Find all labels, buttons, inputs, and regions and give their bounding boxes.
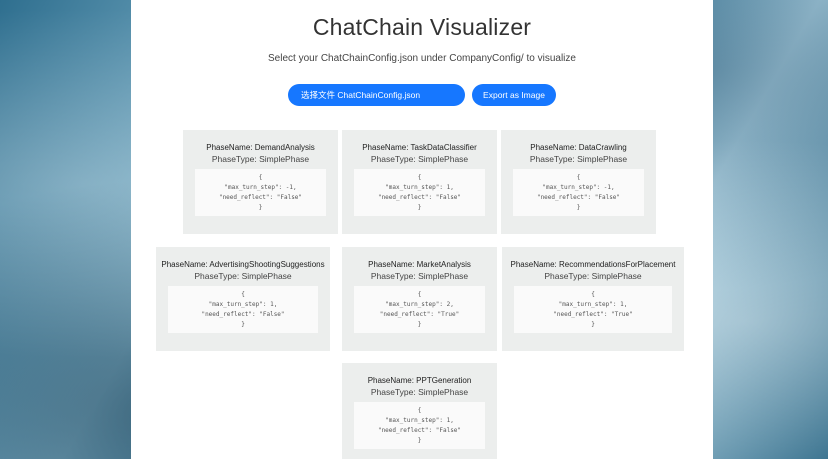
phase-type: PhaseType: SimplePhase [370, 271, 469, 281]
phase-name: PhaseName: DemandAnalysis [206, 143, 315, 152]
phase-config: {"max_turn_step": 2,"need_reflect": "Tru… [354, 286, 485, 333]
phase-name: PhaseName: RecommendationsForPlacement [510, 260, 676, 269]
phase-config: {"max_turn_step": 1,"need_reflect": "Tru… [514, 286, 672, 333]
phase-type: PhaseType: SimplePhase [370, 154, 469, 164]
phase-type: PhaseType: SimplePhase [370, 387, 469, 397]
phase-name: PhaseName: TaskDataClassifier [362, 143, 477, 152]
phase-name: PhaseName: AdvertisingShootingSuggestion… [161, 260, 325, 269]
phase-type: PhaseType: SimplePhase [211, 154, 310, 164]
phase-config: {"max_turn_step": 1,"need_reflect": "Fal… [354, 402, 485, 449]
phase-type: PhaseType: SimplePhase [194, 271, 292, 281]
phase-name: PhaseName: PPTGeneration [367, 376, 472, 385]
phase-card-market-analysis: PhaseName: MarketAnalysis PhaseType: Sim… [342, 247, 497, 351]
phase-card-recommendations-for-placement: PhaseName: RecommendationsForPlacement P… [502, 247, 684, 351]
phase-name: PhaseName: DataCrawling [530, 143, 627, 152]
phase-card-data-crawling: PhaseName: DataCrawling PhaseType: Simpl… [501, 130, 656, 234]
phase-config: {"max_turn_step": -1,"need_reflect": "Fa… [513, 169, 644, 216]
phase-card-advertising-shooting-suggestions: PhaseName: AdvertisingShootingSuggestion… [156, 247, 330, 351]
phase-config: {"max_turn_step": -1,"need_reflect": "Fa… [195, 169, 326, 216]
phase-config: {"max_turn_step": 1,"need_reflect": "Fal… [168, 286, 318, 333]
phase-card-task-data-classifier: PhaseName: TaskDataClassifier PhaseType:… [342, 130, 497, 234]
phase-name: PhaseName: MarketAnalysis [368, 260, 471, 269]
phase-type: PhaseType: SimplePhase [544, 271, 642, 281]
phase-card-demand-analysis: PhaseName: DemandAnalysis PhaseType: Sim… [183, 130, 338, 234]
phase-card-ppt-generation: PhaseName: PPTGeneration PhaseType: Simp… [342, 363, 497, 459]
main-panel: ChatChain Visualizer Select your ChatCha… [131, 0, 713, 459]
export-image-button[interactable]: Export as Image [472, 84, 556, 106]
phase-type: PhaseType: SimplePhase [529, 154, 628, 164]
page-subtitle: Select your ChatChainConfig.json under C… [268, 53, 576, 64]
choose-file-button[interactable]: 选择文件 ChatChainConfig.json [288, 84, 465, 106]
phase-config: {"max_turn_step": 1,"need_reflect": "Fal… [354, 169, 485, 216]
page-title: ChatChain Visualizer [312, 14, 532, 40]
